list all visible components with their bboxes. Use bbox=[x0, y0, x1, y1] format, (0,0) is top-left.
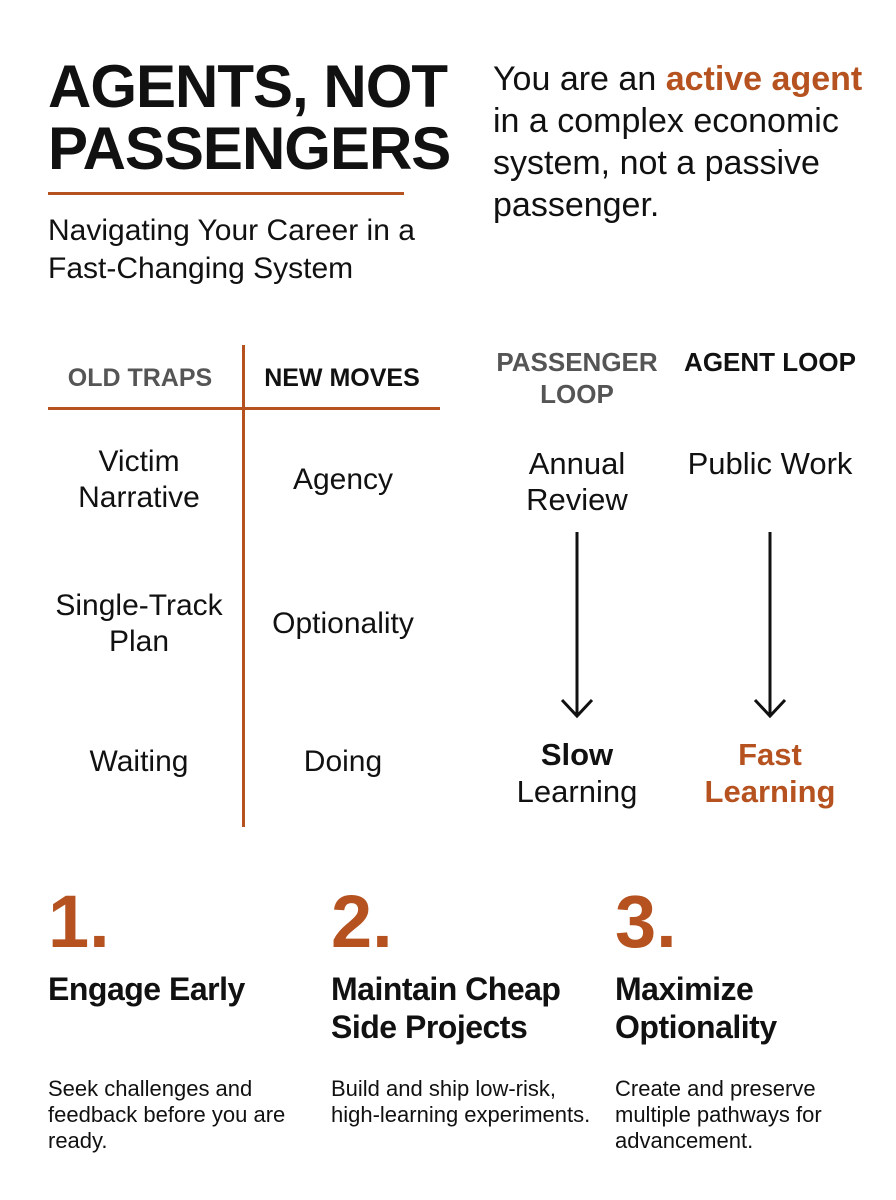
agent-loop-start: Public Work bbox=[687, 446, 853, 481]
table-cell-new-move: Optionality bbox=[272, 607, 414, 640]
step-card: 3. Maximize Optionality Create and prese… bbox=[615, 880, 875, 1154]
down-arrow-icon bbox=[753, 532, 787, 719]
step-description: Seek challenges and feedback before you … bbox=[48, 1076, 286, 1153]
table-column-divider bbox=[242, 345, 245, 827]
agent-loop-heading: AGENT LOOP bbox=[684, 347, 856, 377]
passenger-loop-heading: PASSENGER LOOP bbox=[496, 347, 658, 409]
step-number: 3. bbox=[615, 880, 677, 963]
passenger-loop-end-rest: Learning bbox=[516, 774, 638, 809]
tagline-after: in a complex economic system, not a pass… bbox=[493, 102, 839, 224]
tagline: You are an active agent in a complex eco… bbox=[493, 58, 873, 226]
down-arrow-icon bbox=[560, 532, 594, 719]
agent-loop-end: Fast Learning bbox=[704, 737, 836, 809]
page-title: AGENTS, NOT PASSENGERS bbox=[48, 53, 451, 182]
step-description: Create and preserve multiple pathways fo… bbox=[615, 1076, 822, 1153]
passenger-loop-end-emphasis: Slow bbox=[540, 737, 614, 772]
tagline-before: You are an bbox=[493, 60, 657, 98]
step-description: Build and ship low-risk, high-learning e… bbox=[331, 1076, 591, 1127]
passenger-loop-start: Annual Review bbox=[526, 446, 628, 517]
table-cell-old-trap: Waiting bbox=[89, 745, 189, 778]
step-title: Maximize Optionality bbox=[615, 971, 777, 1045]
page-subtitle: Navigating Your Career in a Fast-Changin… bbox=[48, 214, 415, 285]
table-cell-new-move: Agency bbox=[292, 463, 394, 496]
tagline-highlight: active agent bbox=[665, 60, 863, 98]
title-divider bbox=[48, 192, 404, 195]
table-cell-new-move: Doing bbox=[303, 745, 383, 778]
table-header-new-moves: NEW MOVES bbox=[264, 364, 420, 392]
step-title: Maintain Cheap Side Projects bbox=[331, 971, 561, 1045]
step-number: 2. bbox=[331, 880, 393, 963]
table-header-old-traps: OLD TRAPS bbox=[67, 364, 213, 392]
table-cell-old-trap: Single-Track Plan bbox=[55, 589, 223, 658]
table-cell-old-trap: Victim Narrative bbox=[78, 445, 200, 514]
step-number: 1. bbox=[48, 880, 110, 963]
step-card: 2. Maintain Cheap Side Projects Build an… bbox=[331, 880, 591, 1128]
step-card: 1. Engage Early Seek challenges and feed… bbox=[48, 880, 308, 1154]
step-title: Engage Early bbox=[48, 971, 245, 1007]
